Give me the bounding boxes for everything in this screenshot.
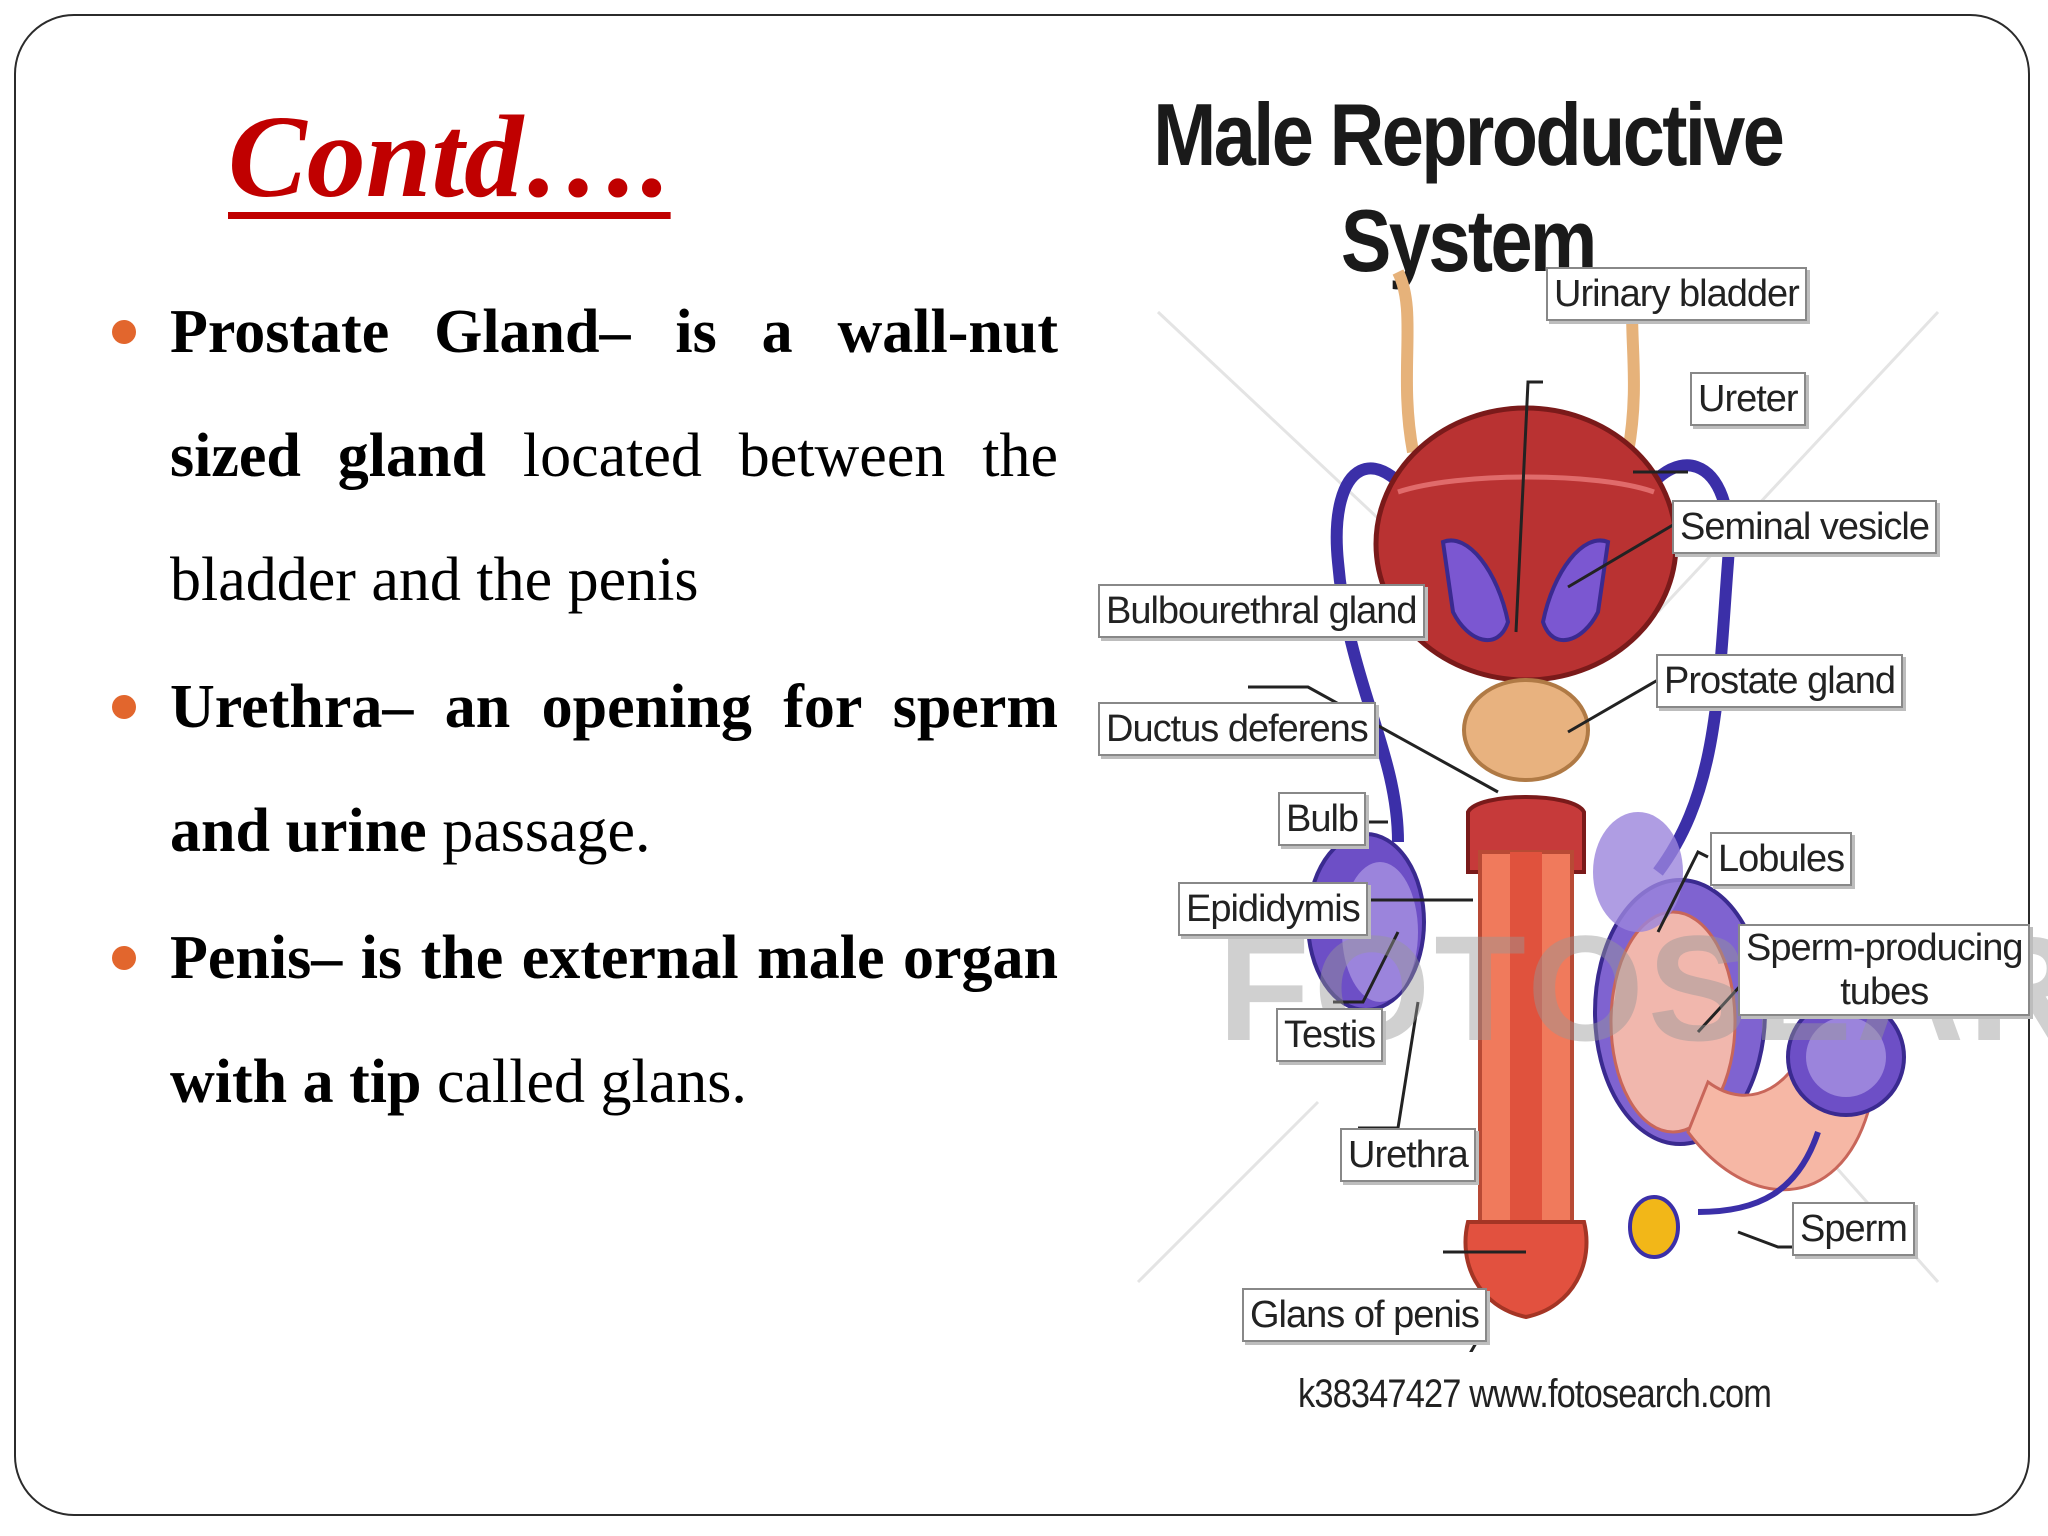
bullet-penis: Penis– is the external male organ with a…: [112, 896, 1058, 1144]
label-sperm: Sperm: [1792, 1202, 1915, 1256]
label-urethra: Urethra: [1340, 1128, 1476, 1182]
bullet-bold-text: Urethra– an opening for sperm and urine: [170, 673, 1058, 865]
bullet-dot-icon: [112, 946, 136, 970]
bullet-bold-text: Penis– is the external male organ with a…: [170, 924, 1058, 1116]
bullet-text: located between the bladder and the peni…: [170, 422, 1058, 614]
label-seminal-vesicle: Seminal vesicle: [1672, 500, 1937, 554]
figure-title: Male Reproductive System: [1153, 85, 1785, 290]
label-lobules: Lobules: [1710, 832, 1853, 886]
label-sperm-producing-line1: Sperm-producing: [1746, 927, 2023, 969]
slide-frame: [14, 14, 2030, 1516]
label-bulbourethral-gland: Bulbourethral gland: [1098, 584, 1425, 638]
label-testis: Testis: [1276, 1008, 1384, 1062]
bullet-text: called glans.: [421, 1048, 747, 1116]
bullet-urethra: Urethra– an opening for sperm and urine …: [112, 645, 1058, 893]
label-ureter: Ureter: [1690, 372, 1806, 426]
bullet-list: Prostate Gland– is a wall-nut sized glan…: [112, 270, 1058, 1147]
bullet-prostate-gland: Prostate Gland– is a wall-nut sized glan…: [112, 270, 1058, 642]
label-sperm-producing-line2: tubes: [1840, 971, 1929, 1013]
label-bulb: Bulb: [1278, 792, 1367, 846]
bullet-dot-icon: [112, 695, 136, 719]
bullet-bold-text: Prostate Gland– is a wall-nut sized glan…: [170, 298, 1058, 490]
label-prostate-gland: Prostate gland: [1656, 654, 1904, 708]
label-urinary-bladder: Urinary bladder: [1546, 267, 1807, 321]
slide-title: Contd….: [228, 91, 671, 222]
anatomy-figure: Male Reproductive System: [1098, 82, 2048, 1452]
label-ductus-deferens: Ductus deferens: [1098, 702, 1376, 756]
image-credit: k38347427 www.fotosearch.com: [1298, 1372, 1772, 1416]
label-epididymis: Epididymis: [1178, 882, 1368, 936]
bullet-dot-icon: [112, 320, 136, 344]
anatomy-diagram: [1136, 269, 1940, 1352]
label-glans-of-penis: Glans of penis: [1242, 1288, 1487, 1342]
bullet-text: passage.: [426, 797, 651, 865]
label-sperm-producing-tubes: Sperm-producing tubes: [1738, 924, 2031, 1016]
